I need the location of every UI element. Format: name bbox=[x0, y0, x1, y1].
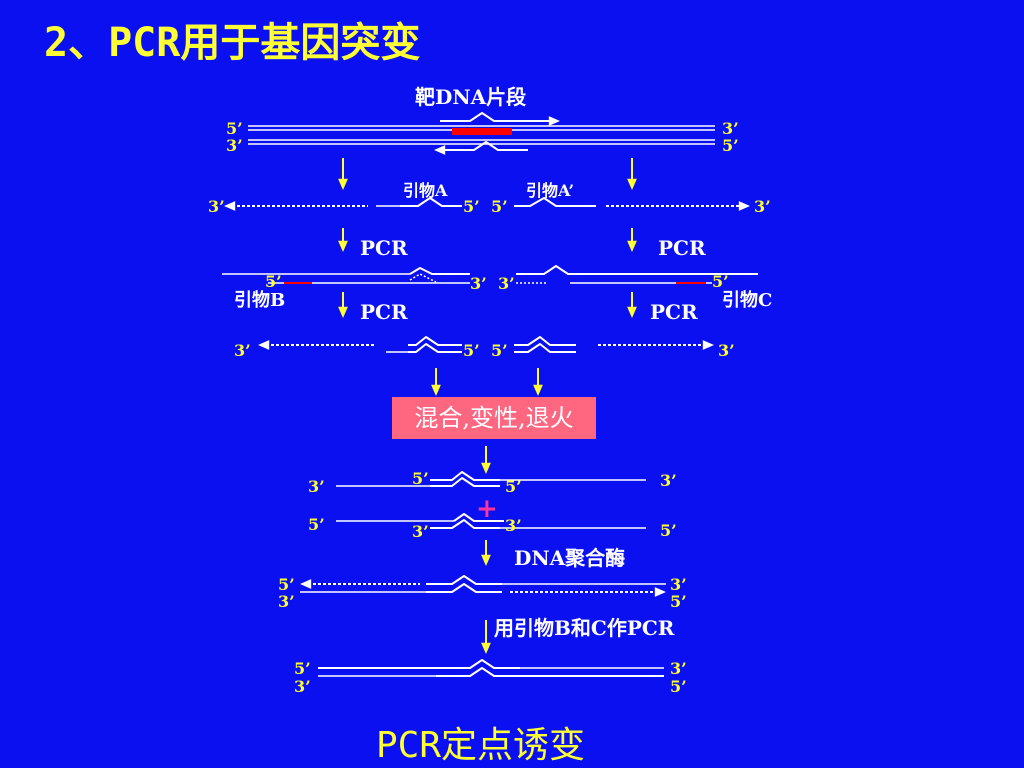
top-primer-arrow bbox=[548, 116, 560, 126]
label-3-prime: 3’ bbox=[470, 274, 487, 293]
final-mutant-strand bbox=[436, 659, 520, 669]
mutant-strand bbox=[409, 267, 470, 275]
mutation-site bbox=[452, 128, 512, 135]
slide-caption: PCR定点诱变 bbox=[376, 725, 586, 766]
label-5-prime: 5’ bbox=[505, 477, 522, 496]
new-strand-arrow bbox=[224, 201, 236, 211]
label-5-prime: 5’ bbox=[491, 197, 508, 216]
label-5-prime: 5’ bbox=[722, 136, 739, 155]
label-3-prime: 3’ bbox=[208, 197, 225, 216]
annealed-strand bbox=[453, 513, 504, 522]
down-arrow-head bbox=[533, 384, 543, 396]
label-3-prime: 3’ bbox=[412, 522, 429, 541]
pcr-label: PCR bbox=[360, 300, 408, 324]
label-3-prime: 3’ bbox=[670, 659, 687, 678]
label-5-prime: 5’ bbox=[265, 272, 282, 291]
down-arrow-head bbox=[481, 554, 491, 566]
label-5-prime: 5’ bbox=[278, 575, 295, 594]
slide-title: 2、PCR用于基因突变 bbox=[44, 20, 421, 66]
label-3-prime: 3’ bbox=[754, 197, 771, 216]
label-5-prime: 5’ bbox=[412, 469, 429, 488]
primer-a-strand bbox=[400, 197, 462, 207]
label-3-prime: 3’ bbox=[226, 136, 243, 155]
annealed-strand bbox=[430, 519, 500, 529]
down-arrow-head bbox=[627, 306, 637, 318]
mutant-strand bbox=[516, 265, 758, 275]
label-3-prime: 3’ bbox=[308, 477, 325, 496]
down-arrow-head bbox=[338, 240, 348, 252]
label-3-prime: 3’ bbox=[722, 119, 739, 138]
new-strand-arrow bbox=[738, 201, 750, 211]
mutant-strand bbox=[514, 336, 576, 346]
mutant-strand bbox=[408, 336, 462, 346]
down-arrow-head bbox=[338, 178, 348, 190]
label-3-prime: 3’ bbox=[278, 592, 295, 611]
down-arrow-head bbox=[338, 306, 348, 318]
extension-mutant bbox=[426, 583, 502, 593]
label-5-prime: 5’ bbox=[491, 341, 508, 360]
label-3-prime: 3’ bbox=[505, 516, 522, 535]
label-5-prime: 5’ bbox=[670, 592, 687, 611]
top-primer-strand bbox=[440, 112, 552, 122]
primer-a-prime-label: 引物A’ bbox=[526, 181, 574, 200]
down-arrow-head bbox=[481, 462, 491, 474]
pcr-label: PCR bbox=[650, 300, 698, 324]
label-5-prime: 5’ bbox=[226, 119, 243, 138]
label-5-prime: 5’ bbox=[463, 341, 480, 360]
primer-a-label: 引物A bbox=[403, 181, 448, 200]
mix-denature-anneal-box: 混合,变性,退火 bbox=[392, 397, 596, 439]
label-3-prime: 3’ bbox=[234, 341, 251, 360]
plus-sign: + bbox=[476, 494, 498, 524]
label-5-prime: 5’ bbox=[294, 659, 311, 678]
extension-arrow bbox=[300, 579, 312, 589]
extension-mutant bbox=[426, 575, 502, 585]
extension-arrow bbox=[654, 587, 666, 597]
primer-c-label: 引物C bbox=[722, 289, 772, 311]
final-mutant-strand bbox=[436, 667, 520, 677]
label-5-prime: 5’ bbox=[670, 677, 687, 696]
dna-polymerase-label: DNA聚合酶 bbox=[514, 546, 625, 570]
label-5-prime: 5’ bbox=[712, 272, 729, 291]
mutant-strand bbox=[514, 343, 576, 353]
label-3-prime: 3’ bbox=[294, 677, 311, 696]
annealed-strand bbox=[430, 471, 500, 481]
label-3-prime: 3’ bbox=[498, 274, 515, 293]
pcr-with-bc-label: 用引物B和C作PCR bbox=[494, 616, 675, 640]
mutant-strand-dotted bbox=[409, 273, 437, 283]
label-5-prime: 5’ bbox=[308, 515, 325, 534]
annealed-strand bbox=[430, 477, 500, 487]
label-5-prime: 5’ bbox=[660, 521, 677, 540]
pcr-label: PCR bbox=[360, 236, 408, 260]
down-arrow-head bbox=[431, 384, 441, 396]
pcr-label: PCR bbox=[658, 236, 706, 260]
new-strand-arrow bbox=[258, 340, 270, 350]
primer-a-prime-strand bbox=[514, 197, 596, 207]
label-5-prime: 5’ bbox=[463, 197, 480, 216]
new-strand-arrow bbox=[702, 340, 714, 350]
target-dna-label: 靶DNA片段 bbox=[415, 85, 526, 109]
bottom-primer-strand bbox=[442, 141, 528, 151]
label-3-prime: 3’ bbox=[660, 471, 677, 490]
bottom-primer-arrow bbox=[434, 145, 446, 155]
down-arrow-head bbox=[627, 178, 637, 190]
mutant-strand bbox=[408, 343, 462, 353]
label-3-prime: 3’ bbox=[670, 575, 687, 594]
down-arrow-head bbox=[627, 240, 637, 252]
down-arrow-head bbox=[481, 642, 491, 654]
primer-b-label: 引物B bbox=[234, 289, 285, 311]
label-3-prime: 3’ bbox=[718, 341, 735, 360]
